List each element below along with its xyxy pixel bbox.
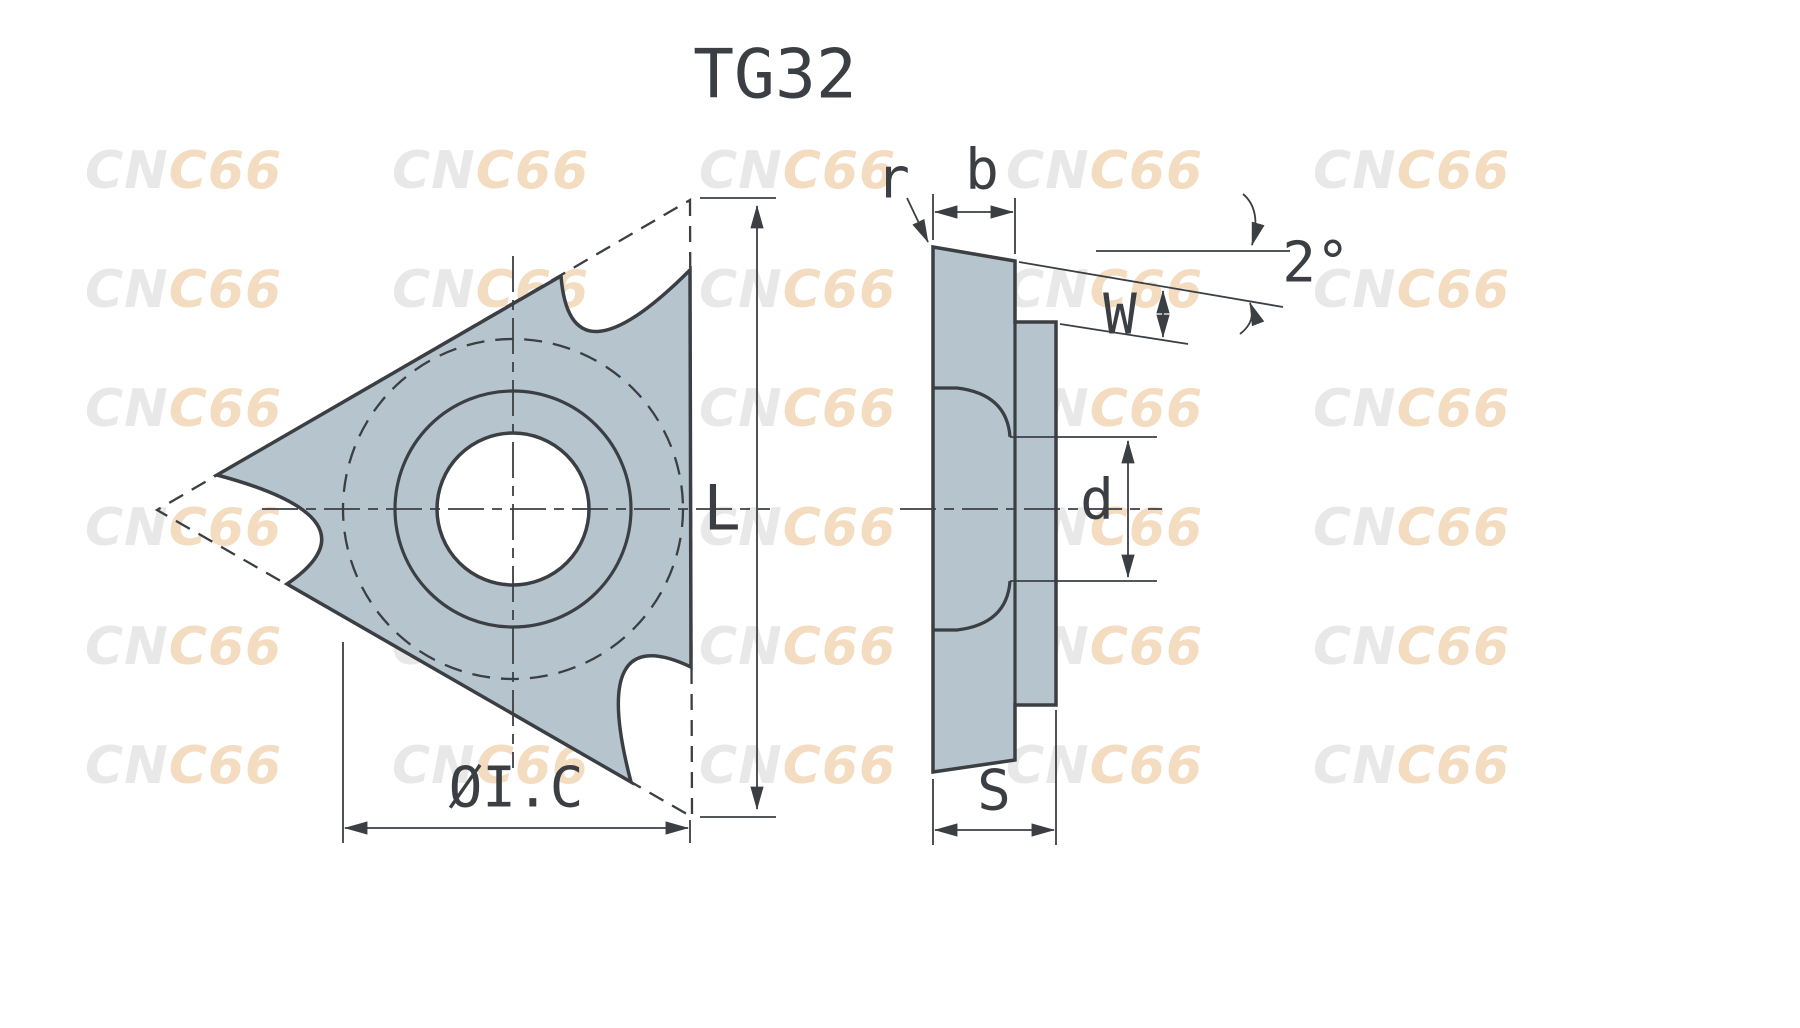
watermark-text: CNC66: [1313, 141, 1510, 201]
face-extension-line: [1018, 261, 1284, 308]
length-dim-label: L: [703, 472, 740, 545]
edge-width-label: W: [1103, 283, 1137, 348]
watermark-text: CNC66: [1313, 379, 1510, 439]
thickness-label: S: [977, 759, 1011, 824]
watermark-text: CNC66: [699, 141, 896, 201]
watermark-text: CNC66: [699, 379, 896, 439]
hole-diameter-label: d: [1080, 468, 1114, 533]
watermark-text: CNC66: [392, 141, 589, 201]
watermark-text: CNC66: [1313, 617, 1510, 677]
watermark-text: CNC66: [85, 379, 282, 439]
watermark-text: CNC66: [1006, 736, 1203, 796]
watermark-text: CNC66: [699, 498, 896, 558]
ic-diameter-dim-label: ØI.C: [449, 756, 584, 821]
relief-angle-label: 2°: [1282, 231, 1349, 296]
watermark-text: CNC66: [699, 260, 896, 320]
watermark-text: CNC66: [392, 736, 589, 796]
watermark-text: CNC66: [699, 617, 896, 677]
watermark-text: CNC66: [85, 141, 282, 201]
watermark-text: CNC66: [85, 617, 282, 677]
angle-arrow-bottom: [1239, 302, 1265, 335]
watermark-text: CNC66: [1313, 736, 1510, 796]
land-width-label: b: [965, 138, 999, 203]
drawing-title: TG32: [693, 36, 857, 115]
watermark-text: CNC66: [1313, 260, 1510, 320]
watermark-text: CNC66: [1313, 498, 1510, 558]
radius-leader-line: [906, 197, 929, 243]
watermark-text: CNC66: [85, 736, 282, 796]
watermark-text: CNC66: [1006, 141, 1203, 201]
side-lower-step-curve: [933, 580, 1012, 632]
watermark-text: CNC66: [85, 260, 282, 320]
side-view: b r 2° W d S: [876, 138, 1350, 845]
w-extension-line: [1059, 323, 1189, 345]
side-upper-step-curve: [933, 386, 1012, 438]
corner-radius-label: r: [876, 147, 910, 212]
watermark-text: CNC66: [699, 736, 896, 796]
angle-arrow-top: [1242, 193, 1265, 246]
front-view: L ØI.C: [154, 197, 776, 843]
watermark-text: CNC66: [85, 498, 282, 558]
